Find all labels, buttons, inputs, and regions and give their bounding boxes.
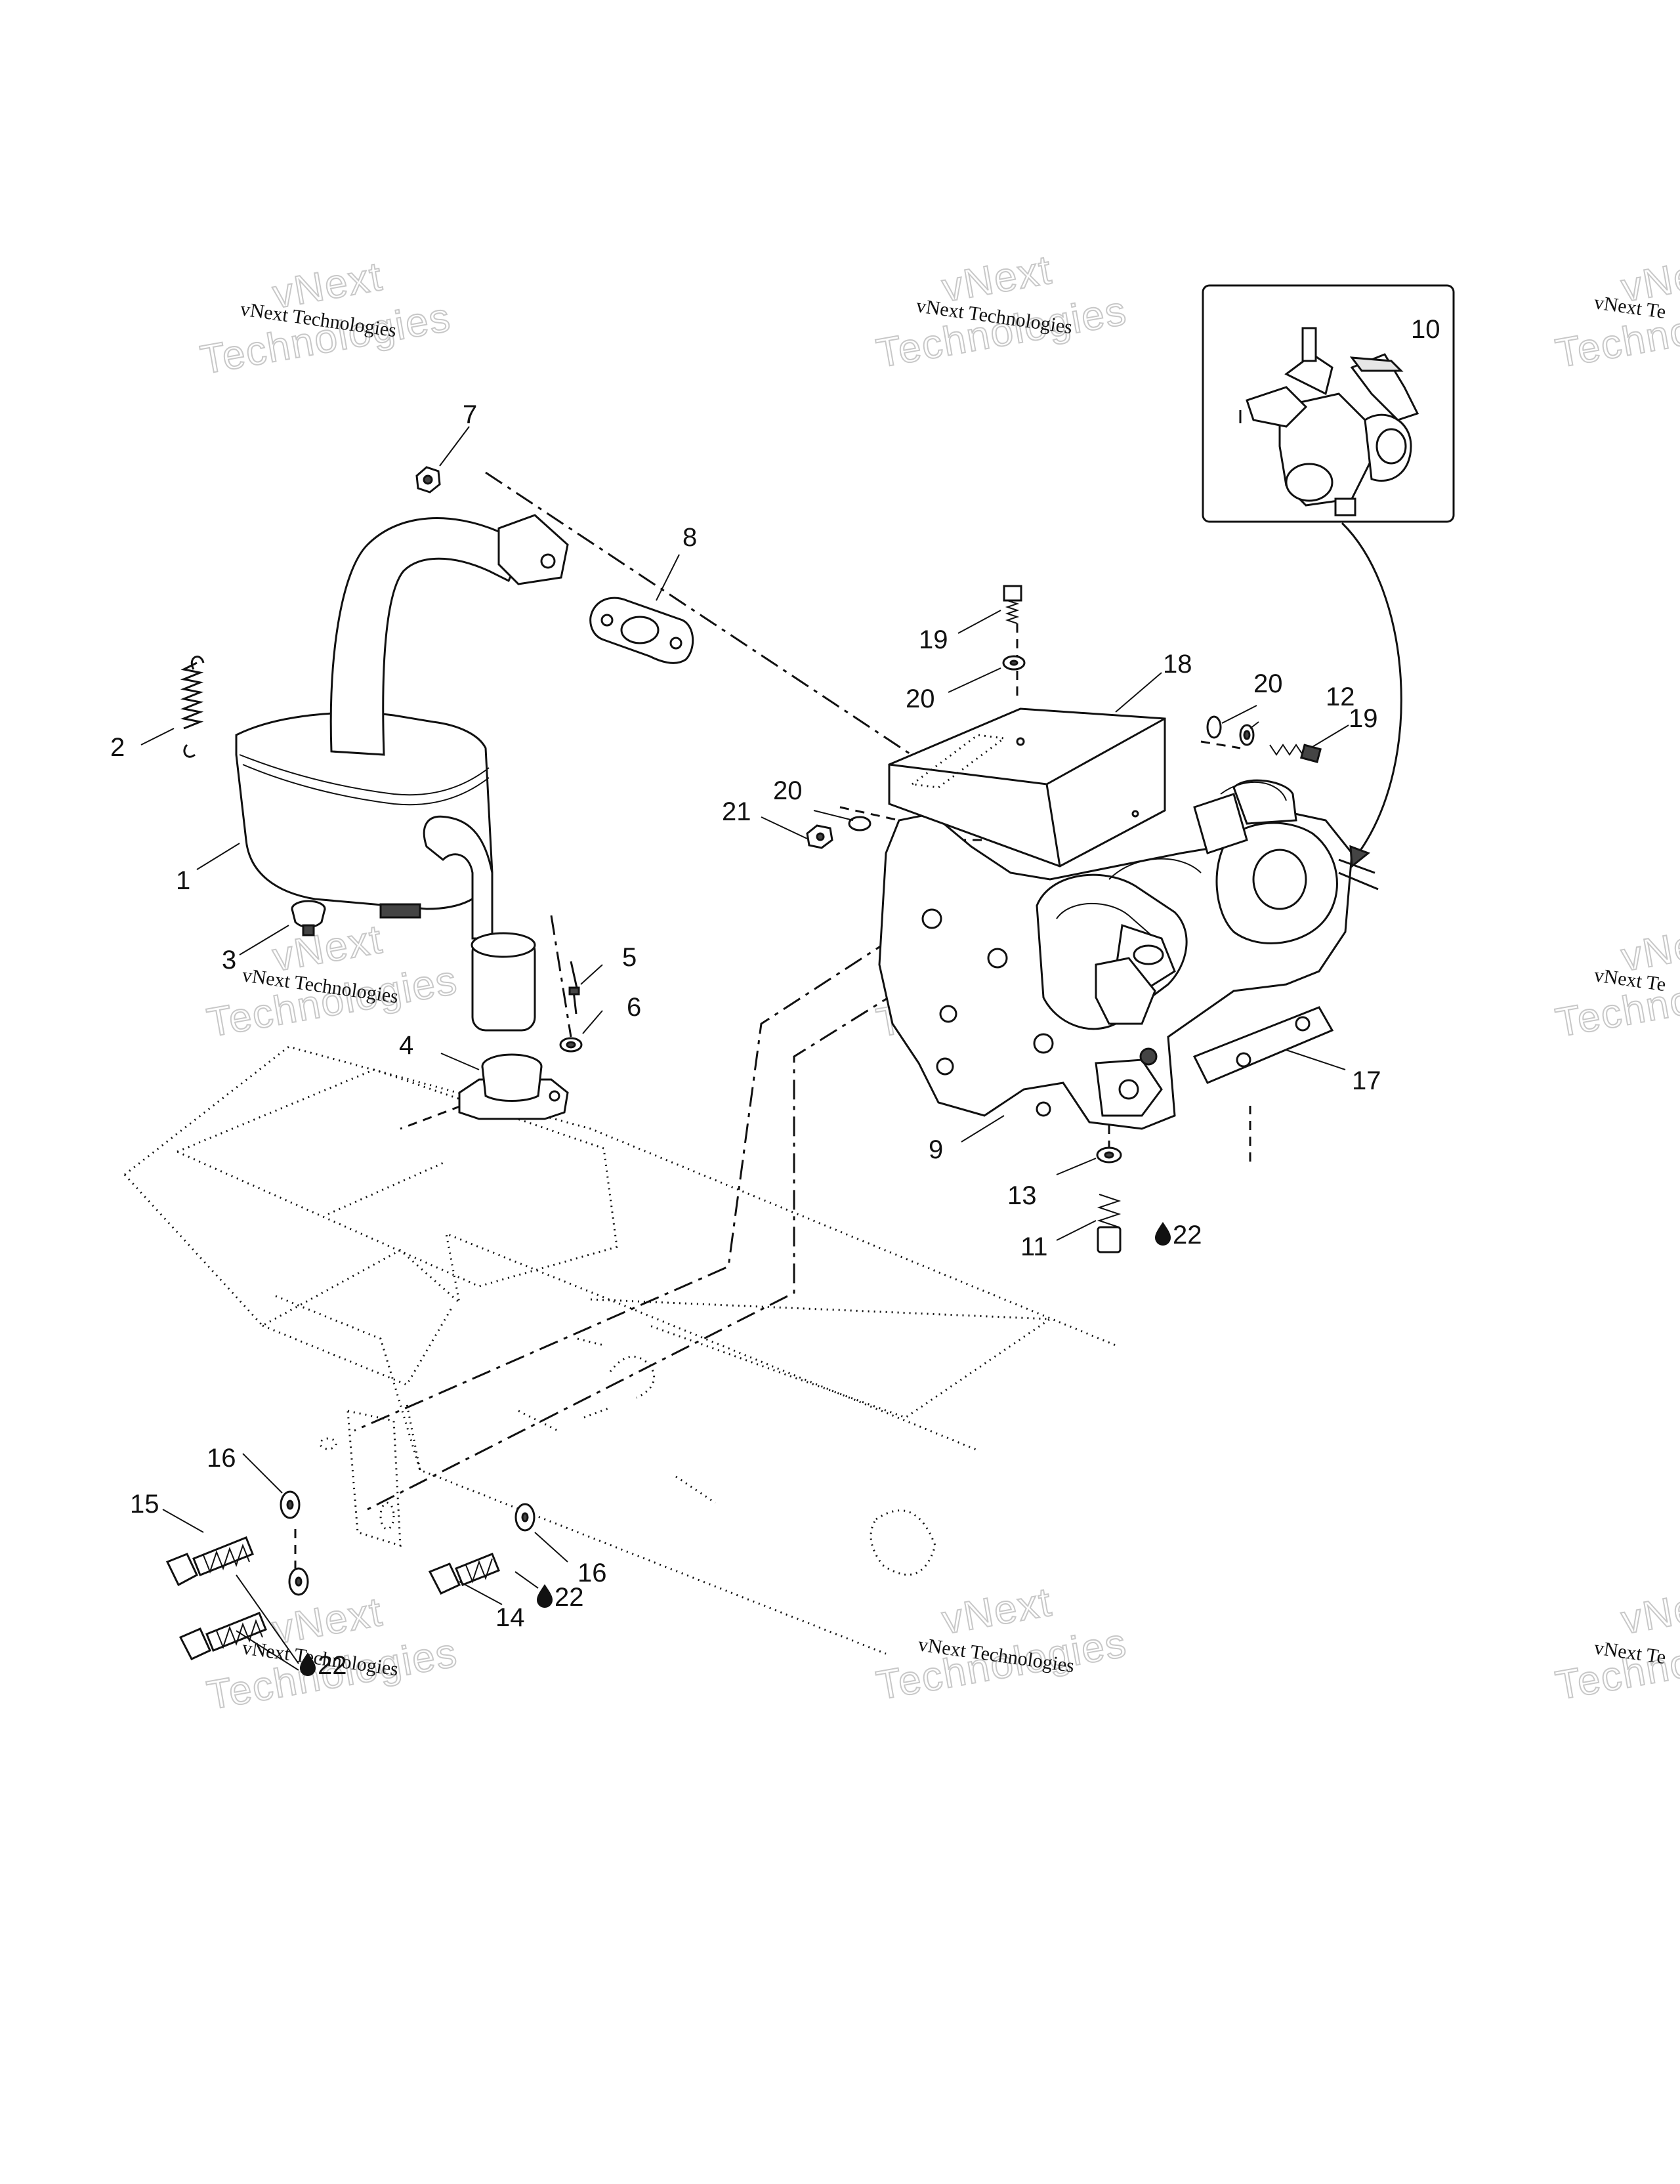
thread-locker-drop-icon	[300, 1652, 316, 1676]
leader-lines	[140, 426, 1349, 1671]
callout-6: 6	[627, 993, 641, 1022]
callout-7: 7	[463, 400, 477, 429]
bolt	[1003, 585, 1022, 624]
washer	[559, 1037, 583, 1053]
callout-4: 4	[399, 1031, 413, 1060]
callout-22: 22	[318, 1651, 347, 1680]
callout-20: 20	[1253, 669, 1283, 698]
watermark-vnext-large: vNe	[1618, 1586, 1680, 1643]
washer	[288, 1567, 309, 1596]
washer	[514, 1503, 536, 1532]
bolt	[1097, 1194, 1122, 1253]
callout-19: 19	[919, 625, 948, 654]
nut	[806, 824, 833, 849]
washer	[1096, 1146, 1122, 1164]
callout-labels: 1 2 3 4 5 6 7 8 9 10 11 12 13 14 15 16 1…	[110, 315, 1440, 1680]
watermark-vnext-large: vNext	[938, 1580, 1055, 1643]
callout-14: 14	[495, 1603, 525, 1632]
callout-22: 22	[555, 1583, 584, 1612]
callout-9: 9	[929, 1135, 943, 1164]
bolt	[1269, 744, 1322, 763]
callout-1: 1	[176, 866, 190, 895]
callout-17: 17	[1352, 1066, 1381, 1095]
inset-arrow	[1341, 522, 1402, 868]
callout-3: 3	[222, 946, 236, 975]
callout-21: 21	[722, 797, 751, 826]
bolt	[165, 1536, 254, 1587]
carburetor-inset	[1202, 284, 1455, 523]
pin	[568, 961, 580, 1015]
thread-locker-drop-icon	[537, 1584, 553, 1608]
callout-16: 16	[207, 1444, 236, 1473]
mounting-bracket	[1192, 1006, 1334, 1084]
washer	[280, 1490, 301, 1519]
bolt	[428, 1553, 500, 1595]
washer	[848, 816, 872, 831]
callout-2: 2	[110, 733, 125, 762]
bumper	[291, 900, 326, 936]
spring	[180, 656, 205, 758]
fuel-tank-cover	[888, 707, 1166, 868]
callout-20: 20	[906, 684, 935, 713]
callout-15: 15	[130, 1490, 159, 1519]
callout-16: 16	[578, 1559, 607, 1587]
callout-13: 13	[1007, 1181, 1037, 1210]
exhaust-adapter	[458, 1053, 569, 1120]
callout-19: 19	[1349, 704, 1378, 733]
washer	[1002, 655, 1026, 671]
callout-10: 10	[1411, 315, 1440, 344]
nut	[415, 466, 441, 494]
exhaust-gasket	[589, 597, 694, 664]
engine	[878, 779, 1379, 1130]
callout-5: 5	[622, 943, 637, 972]
callout-22: 22	[1173, 1221, 1202, 1250]
thread-locker-drop-icon	[1155, 1222, 1171, 1246]
callout-11: 11	[1020, 1232, 1048, 1261]
lock-washer	[1239, 724, 1255, 746]
callout-20: 20	[773, 776, 803, 805]
callout-18: 18	[1163, 650, 1192, 679]
bolt	[178, 1612, 267, 1660]
muffler	[235, 514, 569, 1032]
watermark-technologies-large: Technologies	[873, 288, 1130, 377]
callout-8: 8	[682, 523, 697, 552]
callout-12: 12	[1326, 682, 1355, 711]
washer	[1206, 715, 1222, 739]
chassis-frame	[123, 1045, 1116, 1655]
